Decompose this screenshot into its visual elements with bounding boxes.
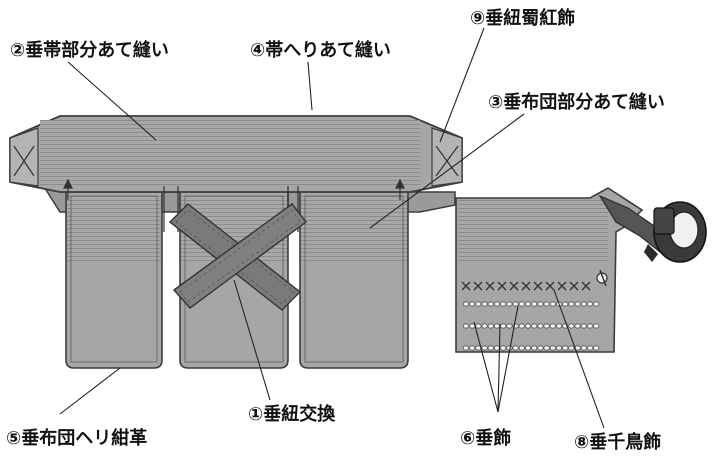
bead (493, 301, 501, 307)
tare-himo-cross (168, 203, 307, 311)
bead (574, 301, 581, 307)
label-tare-kazari: ⑥垂飾 (460, 428, 512, 449)
bead (568, 323, 575, 329)
bead (518, 301, 525, 307)
bead (500, 301, 507, 307)
bead (518, 323, 525, 329)
bead (469, 301, 476, 307)
bead (493, 323, 501, 329)
bead (537, 345, 544, 351)
bead (580, 323, 587, 329)
bead (543, 345, 550, 351)
bead (593, 323, 600, 329)
label-chidori-kazari: ⑧垂千鳥飾 (574, 432, 662, 453)
bead (518, 345, 525, 351)
bead (580, 345, 587, 351)
bead (462, 345, 470, 351)
tare-front-view (9, 115, 463, 369)
bead (562, 301, 569, 307)
leader-lines (59, 27, 605, 429)
bead (586, 301, 594, 307)
bead (481, 301, 488, 307)
label-futon-seam: ③垂布団部分あて縫い (488, 92, 665, 113)
bead (537, 323, 544, 329)
bead (469, 345, 476, 351)
bead (487, 323, 494, 329)
bead (524, 345, 532, 351)
tare-right-flap (299, 189, 409, 369)
bead (475, 323, 482, 329)
bead (462, 301, 470, 307)
bead (481, 345, 488, 351)
bead (568, 345, 575, 351)
bead (555, 345, 563, 351)
bead (524, 301, 532, 307)
bead (562, 345, 569, 351)
bead (487, 301, 494, 307)
tare-obi-belt (9, 115, 463, 193)
bead (543, 301, 550, 307)
bead (475, 301, 482, 307)
bead (481, 323, 488, 329)
bead (531, 323, 538, 329)
bead (487, 345, 494, 351)
bead (593, 345, 600, 351)
bead (580, 301, 587, 307)
bead (506, 301, 513, 307)
chidori-stitch-row (461, 281, 591, 291)
bead (586, 345, 594, 351)
bead (543, 323, 550, 329)
bead (500, 345, 507, 351)
label-shoku-kou-kazari: ⑨垂紐蜀紅飾 (470, 8, 576, 29)
label-himo-kokan: ①垂紐交換 (248, 404, 336, 425)
label-obi-seam: ②垂帯部分あて縫い (10, 40, 169, 61)
bead (506, 323, 513, 329)
tare-kazari-beads (462, 301, 600, 351)
bead (549, 323, 556, 329)
tare-left-flap (65, 189, 163, 369)
bead (512, 301, 519, 307)
bead (531, 301, 538, 307)
bead (524, 323, 532, 329)
bead (574, 323, 581, 329)
bead (586, 323, 594, 329)
bead (549, 301, 556, 307)
label-futon-heri: ⑤垂布団ヘリ紺革 (6, 428, 148, 449)
bead (555, 323, 563, 329)
label-obi-edge-seam: ④帯へりあて縫い (250, 40, 391, 61)
bead (593, 301, 600, 307)
bead (537, 301, 544, 307)
shoku-kou-knot-icon (644, 201, 707, 263)
tare-detail-view (455, 187, 707, 353)
bead (549, 345, 556, 351)
bead (512, 345, 519, 351)
bead (568, 301, 575, 307)
bead (531, 345, 538, 351)
bead (500, 323, 507, 329)
bead (462, 323, 470, 329)
